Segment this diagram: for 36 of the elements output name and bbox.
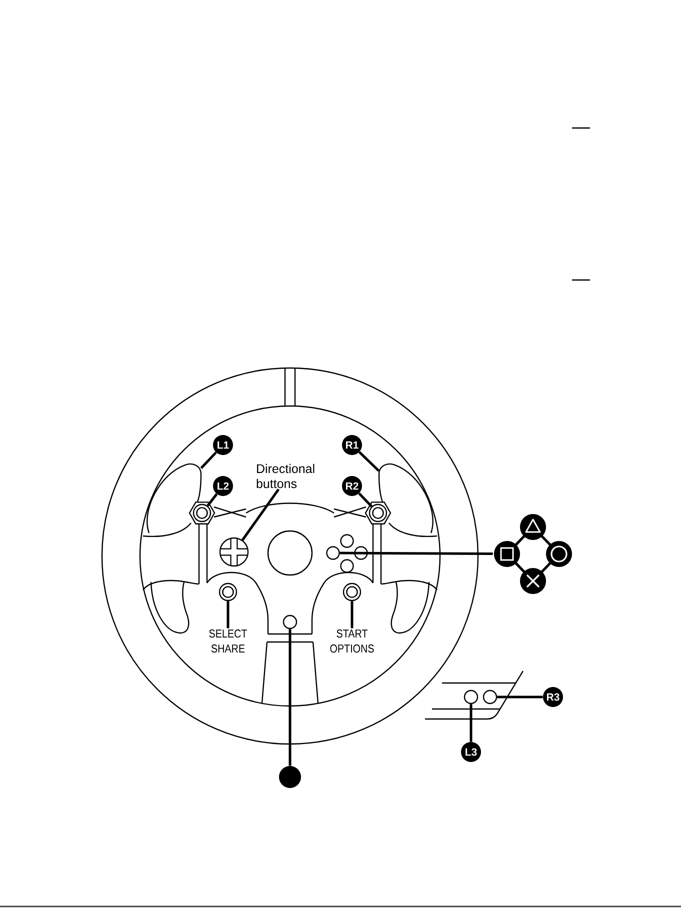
callout-badge: L2 [213,476,233,496]
leader-line [226,601,230,628]
callout-label: SELECT SHARE [209,629,247,653]
wheel-button [482,690,498,704]
symbol-diamond [494,514,572,594]
leader-line [200,452,217,469]
wheel-button [464,690,478,704]
wheel-button [282,614,298,630]
leader-line [340,552,493,556]
leader-line [358,451,380,472]
wheel-button [188,502,216,524]
leader-line [470,704,472,742]
face-button [340,534,354,548]
face-button [340,559,354,573]
face-button [326,546,340,560]
d-pad [219,537,249,567]
wheel-button [218,582,238,602]
leader-line [206,493,218,507]
paddle [146,463,202,534]
callout-label: START OPTIONS [330,629,374,653]
callout-badge: L3 [461,742,481,762]
leader-line [358,492,373,508]
face-button [354,546,368,560]
leader-line [350,601,354,628]
paddle [378,463,434,534]
callout-badge: L1 [213,435,233,455]
leader-line [497,696,543,698]
callout-badge: R3 [543,687,563,707]
leader-line [241,488,280,541]
wheel-button [342,582,362,602]
callout-badge [279,766,301,788]
callout-badge: R2 [342,476,362,496]
wheel-button [364,502,392,524]
leader-line [288,629,292,766]
callout-label: Directional buttons [256,464,314,488]
callout-badge: R1 [342,435,362,455]
